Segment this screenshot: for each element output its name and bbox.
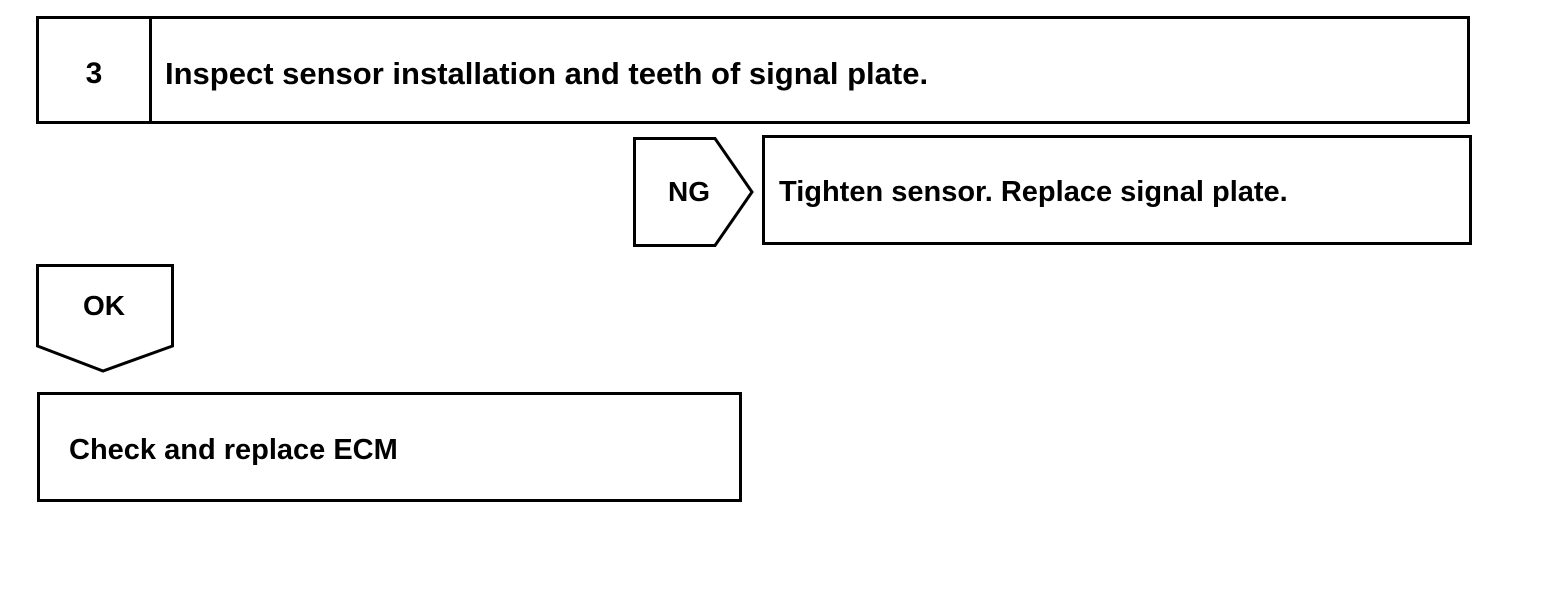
step-number: 3	[85, 57, 103, 90]
ng-label: NG	[668, 176, 710, 207]
ok-arrow-shape	[36, 264, 174, 373]
ng-action-text: Tighten sensor. Replace signal plate.	[779, 176, 1288, 208]
ng-action-box: Tighten sensor. Replace signal plate.	[762, 135, 1472, 245]
ok-action-text: Check and replace ECM	[69, 434, 398, 466]
ng-arrow-shape	[633, 137, 754, 247]
ok-action-box: Check and replace ECM	[37, 392, 742, 502]
step-text: Inspect sensor installation and teeth of…	[165, 56, 929, 91]
step-box: 3 Inspect sensor installation and teeth …	[36, 16, 1470, 124]
step-divider	[149, 19, 152, 121]
ok-label: OK	[83, 290, 125, 321]
